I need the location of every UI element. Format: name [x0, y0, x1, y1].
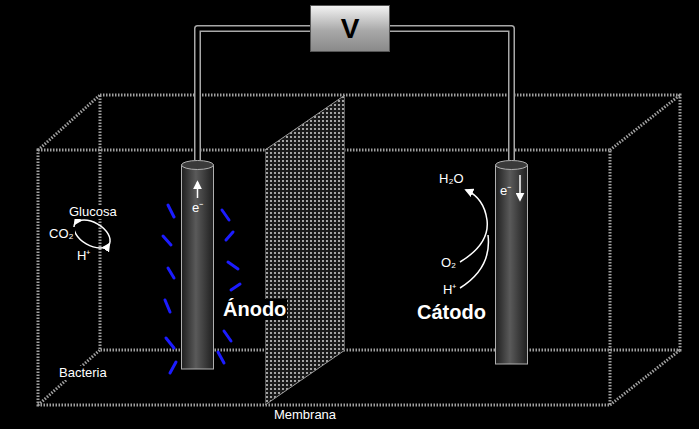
- cycle-arrow: [74, 224, 109, 248]
- reaction-arrow: [460, 235, 488, 288]
- bacterium: [226, 232, 233, 240]
- bacterium: [224, 331, 231, 341]
- bacterium: [228, 262, 238, 269]
- electrode-rod: [495, 160, 528, 365]
- membrane-shape: [265, 95, 345, 405]
- tank-edge: [38, 95, 100, 150]
- membrane-surface: [265, 95, 345, 405]
- wire-core: [390, 29, 512, 161]
- tank-edge: [610, 350, 680, 405]
- electrode-top: [496, 161, 528, 170]
- anode-electrode: e⁻: [181, 160, 214, 370]
- wire-outline: [390, 29, 512, 161]
- glucose-cycle: [74, 220, 110, 248]
- cycle-arrow: [75, 220, 110, 244]
- bacterium: [163, 236, 171, 245]
- cathode-electrode: e⁻: [495, 160, 528, 365]
- product-label: CO₂: [48, 227, 75, 241]
- reaction-arrow: [460, 190, 487, 262]
- membrane-label: Membrana: [274, 408, 336, 421]
- voltmeter-box: V: [310, 5, 390, 52]
- tank-outline: [38, 95, 680, 405]
- tank-edge: [610, 95, 680, 150]
- anode-label: Ánodo: [222, 299, 287, 320]
- substrate-label: Glucosa: [68, 205, 118, 219]
- electrode-body: [182, 165, 214, 369]
- electron-label: e⁻: [181, 201, 214, 214]
- electron-label: e⁻: [500, 184, 511, 197]
- meter-symbol: V: [341, 15, 360, 43]
- electron-flow-arrow: [519, 175, 521, 200]
- bacterium: [218, 352, 224, 363]
- electrode-rod: [181, 160, 214, 370]
- electrode-body: [496, 165, 528, 364]
- bacterium: [170, 362, 176, 373]
- bacterium: [231, 284, 240, 290]
- bacterium: [168, 268, 174, 278]
- wire: [390, 29, 512, 161]
- cathode-label: Cátodo: [416, 302, 487, 323]
- proton-label: H⁺: [76, 249, 91, 263]
- bacterium: [165, 300, 170, 312]
- oxidant-label: O₂: [440, 256, 457, 270]
- membrane-panel: Membrana: [265, 95, 345, 405]
- product-label: H₂O: [438, 172, 465, 186]
- bacterium: [168, 205, 174, 217]
- bacterium: [222, 210, 229, 220]
- cathode-reaction: [460, 190, 488, 288]
- proton-label: H⁺: [442, 283, 457, 297]
- electron-flow-arrow: [197, 182, 199, 198]
- bacterium: [166, 338, 174, 348]
- bacteria-label: Bacteria: [58, 366, 108, 380]
- electrode-top: [182, 161, 214, 170]
